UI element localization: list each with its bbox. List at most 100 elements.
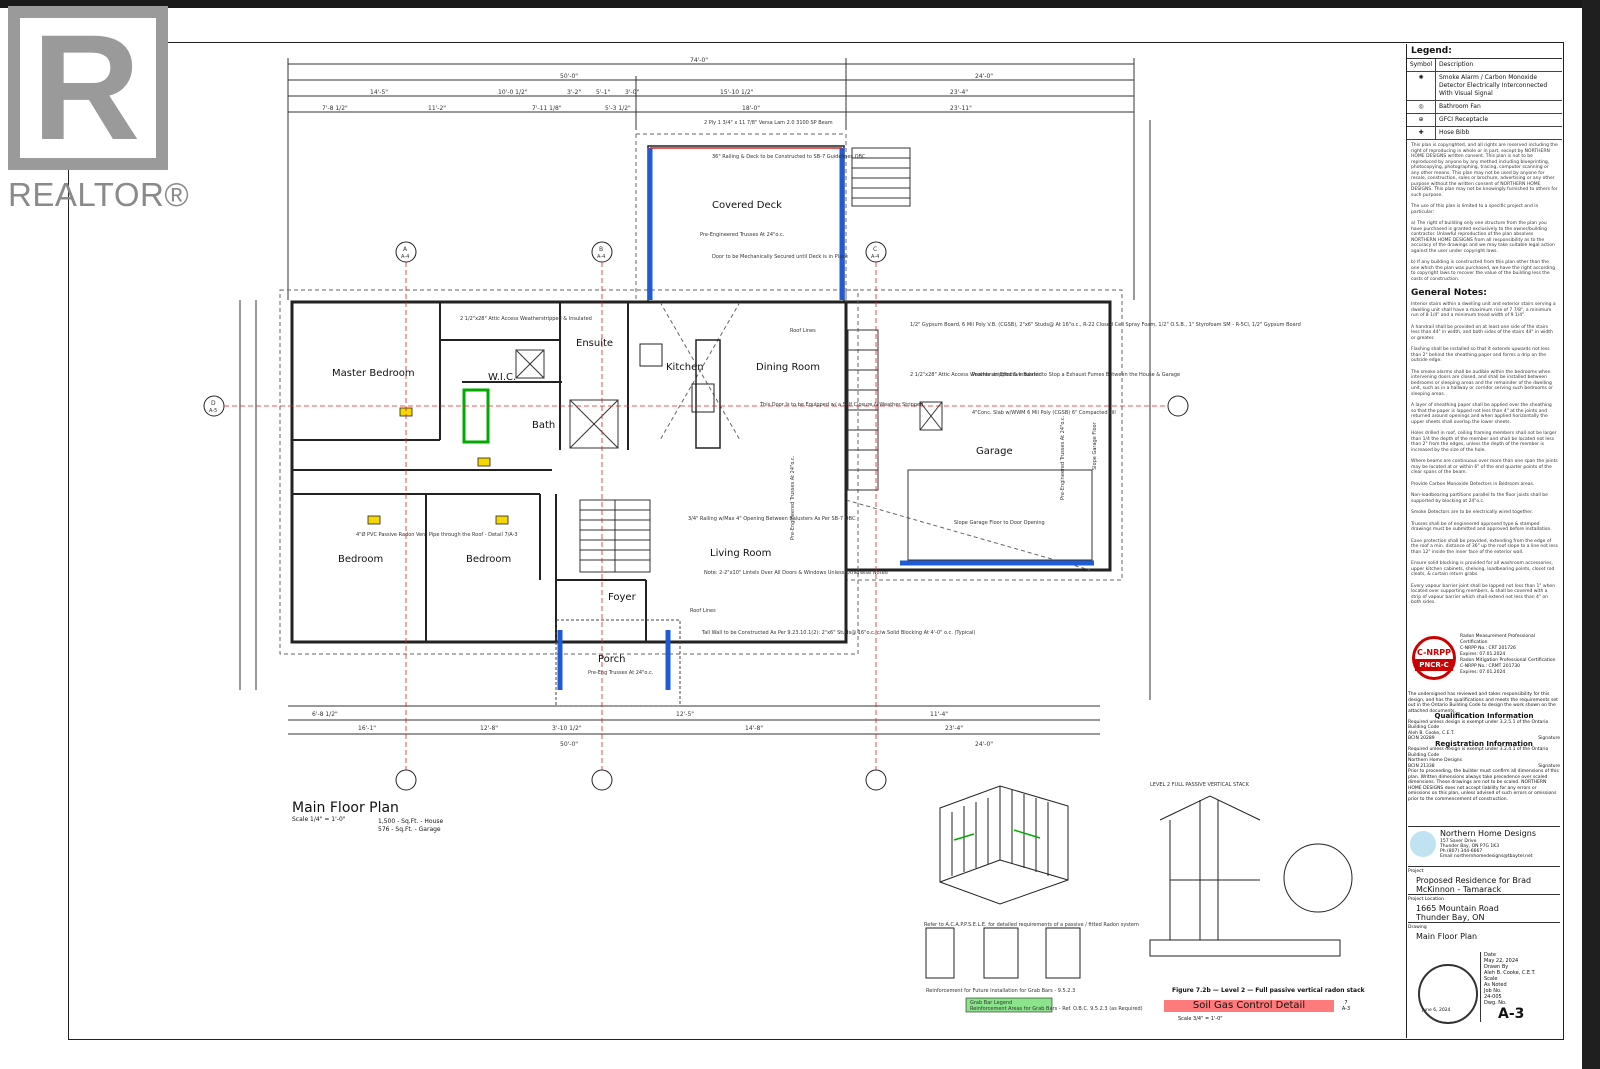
- dim-house-width: 50'-0": [560, 73, 578, 80]
- general-notes-title: General Notes:: [1411, 288, 1487, 298]
- garage-slab: [907, 469, 1093, 561]
- project-name: Proposed Residence for Brad McKinnon - T…: [1416, 876, 1532, 894]
- company-address: 157 Saver Drive: [1440, 839, 1477, 844]
- dim-bottom-g: 11'-4": [930, 711, 948, 718]
- room-covered-deck: Covered Deck: [712, 200, 782, 211]
- qual-name: Aleh B. Cooke, C.E.T.: [1408, 730, 1455, 736]
- viewer-scrollbar[interactable]: [1582, 0, 1600, 1069]
- qual-signature-label: Signature: [1538, 736, 1560, 741]
- dim-c: 3'-2": [567, 89, 581, 96]
- dim-bottom-j: 24'-0": [975, 741, 993, 748]
- dim-garage-width: 24'-0": [975, 73, 993, 80]
- realtor-wordmark: REALTOR®: [8, 176, 190, 213]
- section-markers: [203, 241, 1189, 791]
- shower-diag-2: [569, 399, 619, 449]
- dim-overall: 74'-0": [690, 57, 708, 64]
- room-dining: Dining Room: [756, 362, 820, 373]
- use-notice-a: a) The right of building only one struct…: [1411, 221, 1555, 254]
- note-railing: 3/4" Railing w/Max 4" Opening Between Ba…: [688, 516, 856, 522]
- dim-d: 5'-1": [596, 89, 610, 96]
- note-slope-floor-2: Slope Garage Floor: [1092, 421, 1098, 470]
- qual-req: Required unless design is exempt under 3…: [1408, 719, 1549, 731]
- general-note: Eave protection shall be provided, exten…: [1411, 538, 1558, 555]
- kitchen-island: [695, 339, 721, 449]
- general-note: The smoke alarms shall be audible within…: [1411, 369, 1553, 397]
- plan-scale: Scale 1/4" = 1'-0": [292, 816, 346, 823]
- room-porch: Porch: [598, 654, 626, 665]
- section-marker-labels: A B C D A-4 A-4 A-4 A-5: [209, 246, 879, 414]
- note-roof-lines: Roof Lines: [790, 328, 816, 334]
- soil-gas-ref-sheet: A-3: [1341, 1006, 1351, 1012]
- plan-area: 1,500 - Sq.Ft. - House 576 - Sq.Ft. - Ga…: [378, 818, 443, 834]
- ghatch-diag-2: [919, 401, 943, 431]
- note-main-trusses: Pre-Engineered Trusses At 24"o.c.: [790, 455, 796, 540]
- date-value: May 22, 2024: [1484, 958, 1519, 964]
- cnrpp-logo: C-NRPP PNCR-C: [1412, 636, 1456, 680]
- job-value: 24-005: [1484, 994, 1502, 1000]
- use-notice-b: b) If any building is constructed from t…: [1411, 260, 1556, 282]
- engineer-seal-icon: [1418, 964, 1478, 1024]
- soil-gas-title: Soil Gas Control Detail: [1164, 1000, 1334, 1012]
- legend-desc-fan: Bathroom Fan: [1439, 103, 1481, 110]
- scale-label: Scale: [1484, 976, 1498, 982]
- note-deck-door: Door to be Mechanically Secured until De…: [712, 254, 848, 260]
- legend-col-desc: Description: [1439, 61, 1474, 68]
- grab-bar-legend-box: [965, 997, 1053, 1013]
- room-wic: W.I.C.: [488, 372, 516, 383]
- note-attic-2: 2 1/2"x28" Attic Access Weatherstripped …: [910, 372, 1042, 378]
- bathroom-fan-icon: ◎: [1407, 101, 1436, 113]
- section-cut-lines: [224, 262, 1168, 770]
- cert-num-2: C-NRPP No.: CRMT 201730: [1460, 664, 1521, 669]
- hatch-diag-2: [515, 349, 545, 379]
- dim-m: 23'-11": [950, 105, 972, 112]
- reg-bcin: BCIN 21338: [1408, 763, 1435, 769]
- marker-b-top: B: [599, 246, 603, 253]
- dimension-lines-top: [239, 58, 1151, 735]
- garage-attic-hatch-icon: [919, 401, 943, 431]
- general-note: A handrail shall be provided on at least…: [1411, 324, 1553, 341]
- porch-outline: [555, 619, 681, 707]
- radon-figure-caption: Figure 7.2b — Level 2 — Full passive ver…: [1172, 987, 1365, 994]
- range-icon: [639, 343, 663, 367]
- room-master: Master Bedroom: [332, 368, 415, 379]
- general-note: Holes drilled in roof, ceiling framing m…: [1411, 431, 1557, 453]
- dim-bottom-i: 50'-0": [560, 741, 578, 748]
- marker-d-sheet: A-5: [209, 408, 217, 414]
- project-label: Project: [1408, 869, 1424, 874]
- dim-bottom-a: 6'-8 1/2": [312, 711, 338, 718]
- covered-deck-outline: [647, 145, 845, 303]
- grab-bar-legend-2: Reinforcement Areas for Grab Bars - Ref.…: [970, 1006, 1143, 1012]
- project-city: Thunder Bay, ON: [1416, 913, 1485, 922]
- sheet-info: Date May 22, 2024 Drawn By Aleh B. Cooke…: [1480, 952, 1564, 1022]
- note-garage-wall: 1/2" Gypsum Board, 6 Mil Poly V.B. (CGSB…: [910, 322, 1301, 328]
- note-exhaust: Provide an Effective Barrier to Stop a E…: [972, 372, 1180, 378]
- copyright-notice: This plan is copyrighted, and all rights…: [1411, 143, 1558, 198]
- general-note: Trusses shall be of engineered approved …: [1411, 521, 1552, 533]
- exterior-walls: [290, 300, 1112, 644]
- note-porch-trusses: Pre-Eng Trusses At 24"o.c.: [588, 670, 654, 676]
- date-label: Date: [1484, 952, 1496, 958]
- drawing-label: Drawing: [1408, 922, 1560, 932]
- sheet-border: [68, 42, 1564, 1040]
- cert-exp-1: Expires: 07.01.2024: [1460, 652, 1506, 657]
- dim-g: 7'-8 1/2": [322, 105, 348, 112]
- cnrpp-logo-top: C-NRPP: [1417, 648, 1451, 657]
- realtor-logo-icon: R: [8, 6, 168, 170]
- marker-b-sheet: A-4: [597, 254, 605, 260]
- gfci-receptacle-icon: ⊕: [1407, 114, 1436, 126]
- sink-icon: [691, 383, 715, 413]
- dim-bottom-f: 14'-8": [745, 725, 763, 732]
- reg-title: Registration Information: [1435, 739, 1533, 748]
- company-phone: Ph (807) 344-6667: [1440, 849, 1483, 854]
- note-slab: 4"Conc. Slab w/WWM 6 Mil Poly (CGSB) 6" …: [972, 410, 1116, 416]
- room-foyer: Foyer: [608, 592, 637, 603]
- deck-stairs: [851, 147, 911, 207]
- general-note: Every vapour barrier joint shall be lapp…: [1411, 583, 1556, 606]
- note-beam: 2 Ply 1 3/4" x 11 7/8" Versa Lam 2.0 310…: [704, 120, 833, 126]
- general-note: A layer of sheathing paper shall be appl…: [1411, 403, 1552, 425]
- note-attic-1: 2 1/2"x28" Attic Access Weatherstripped …: [460, 316, 592, 322]
- grab-bar-legend: Grab Bar Legend: [970, 1000, 1012, 1006]
- hose-bibb-icon: ✚: [1407, 127, 1436, 139]
- room-bath: Bath: [532, 420, 555, 431]
- legend-desc-hose: Hose Bibb: [1439, 129, 1470, 136]
